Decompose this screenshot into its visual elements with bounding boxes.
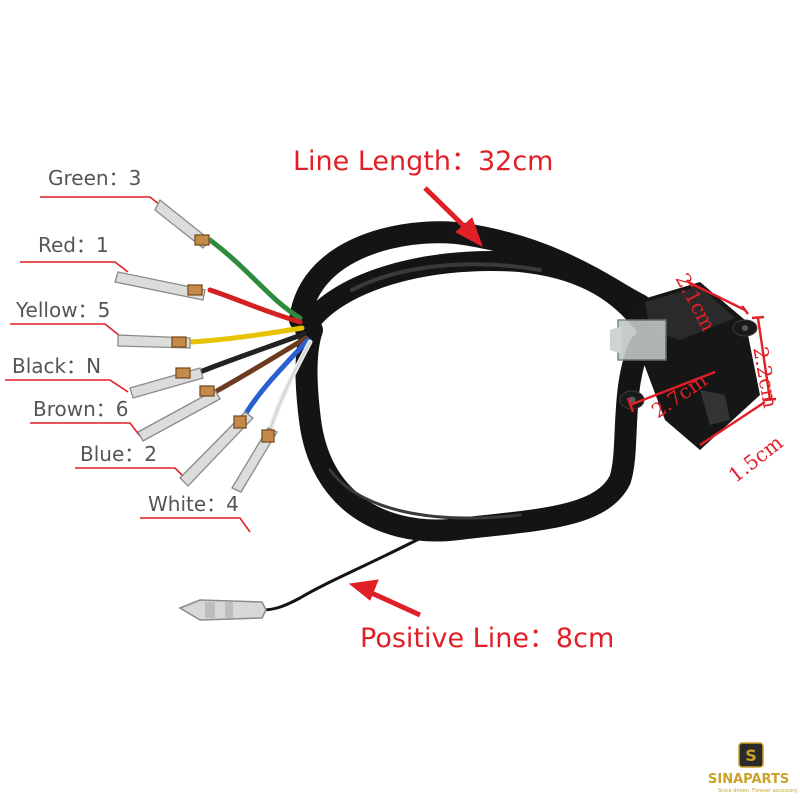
brand-mark-icon: S	[738, 742, 764, 768]
brand-logo: S SINAPARTS Since driven. Forever access…	[708, 742, 798, 798]
blue-wire	[242, 337, 311, 418]
wire-label-blue: Blue：2	[80, 442, 157, 466]
line-length-label: Line Length：32cm	[293, 146, 554, 177]
bullet-connector	[178, 599, 267, 621]
brand-name: SINAPARTS	[708, 772, 790, 787]
colored-wires	[187, 237, 313, 433]
brand-tagline: Since driven. Forever accessory	[718, 788, 798, 794]
wire-label-red: Red：1	[38, 233, 109, 257]
green-wire	[207, 237, 303, 321]
callout-arrows	[348, 186, 483, 618]
dimension-lines	[626, 279, 777, 447]
main-cable	[289, 221, 651, 542]
wire-label-black: Black：N	[12, 354, 102, 378]
wire-label-green: Green：3	[48, 166, 142, 190]
wire-label-yellow: Yellow：5	[16, 298, 111, 322]
switch-housing	[610, 282, 760, 450]
brown-wire	[212, 335, 309, 395]
red-wire	[207, 287, 303, 325]
yellow-wire	[187, 325, 305, 345]
black-wire	[197, 331, 307, 375]
svg-text:S: S	[745, 746, 757, 765]
wire-label-white: White：4	[148, 492, 239, 516]
spade-terminals	[114, 198, 278, 493]
wire-label-brown: Brown：6	[33, 397, 129, 421]
label-underlines	[5, 196, 251, 533]
positive-line-label: Positive Line：8cm	[360, 623, 615, 654]
positive-wire	[261, 526, 441, 612]
